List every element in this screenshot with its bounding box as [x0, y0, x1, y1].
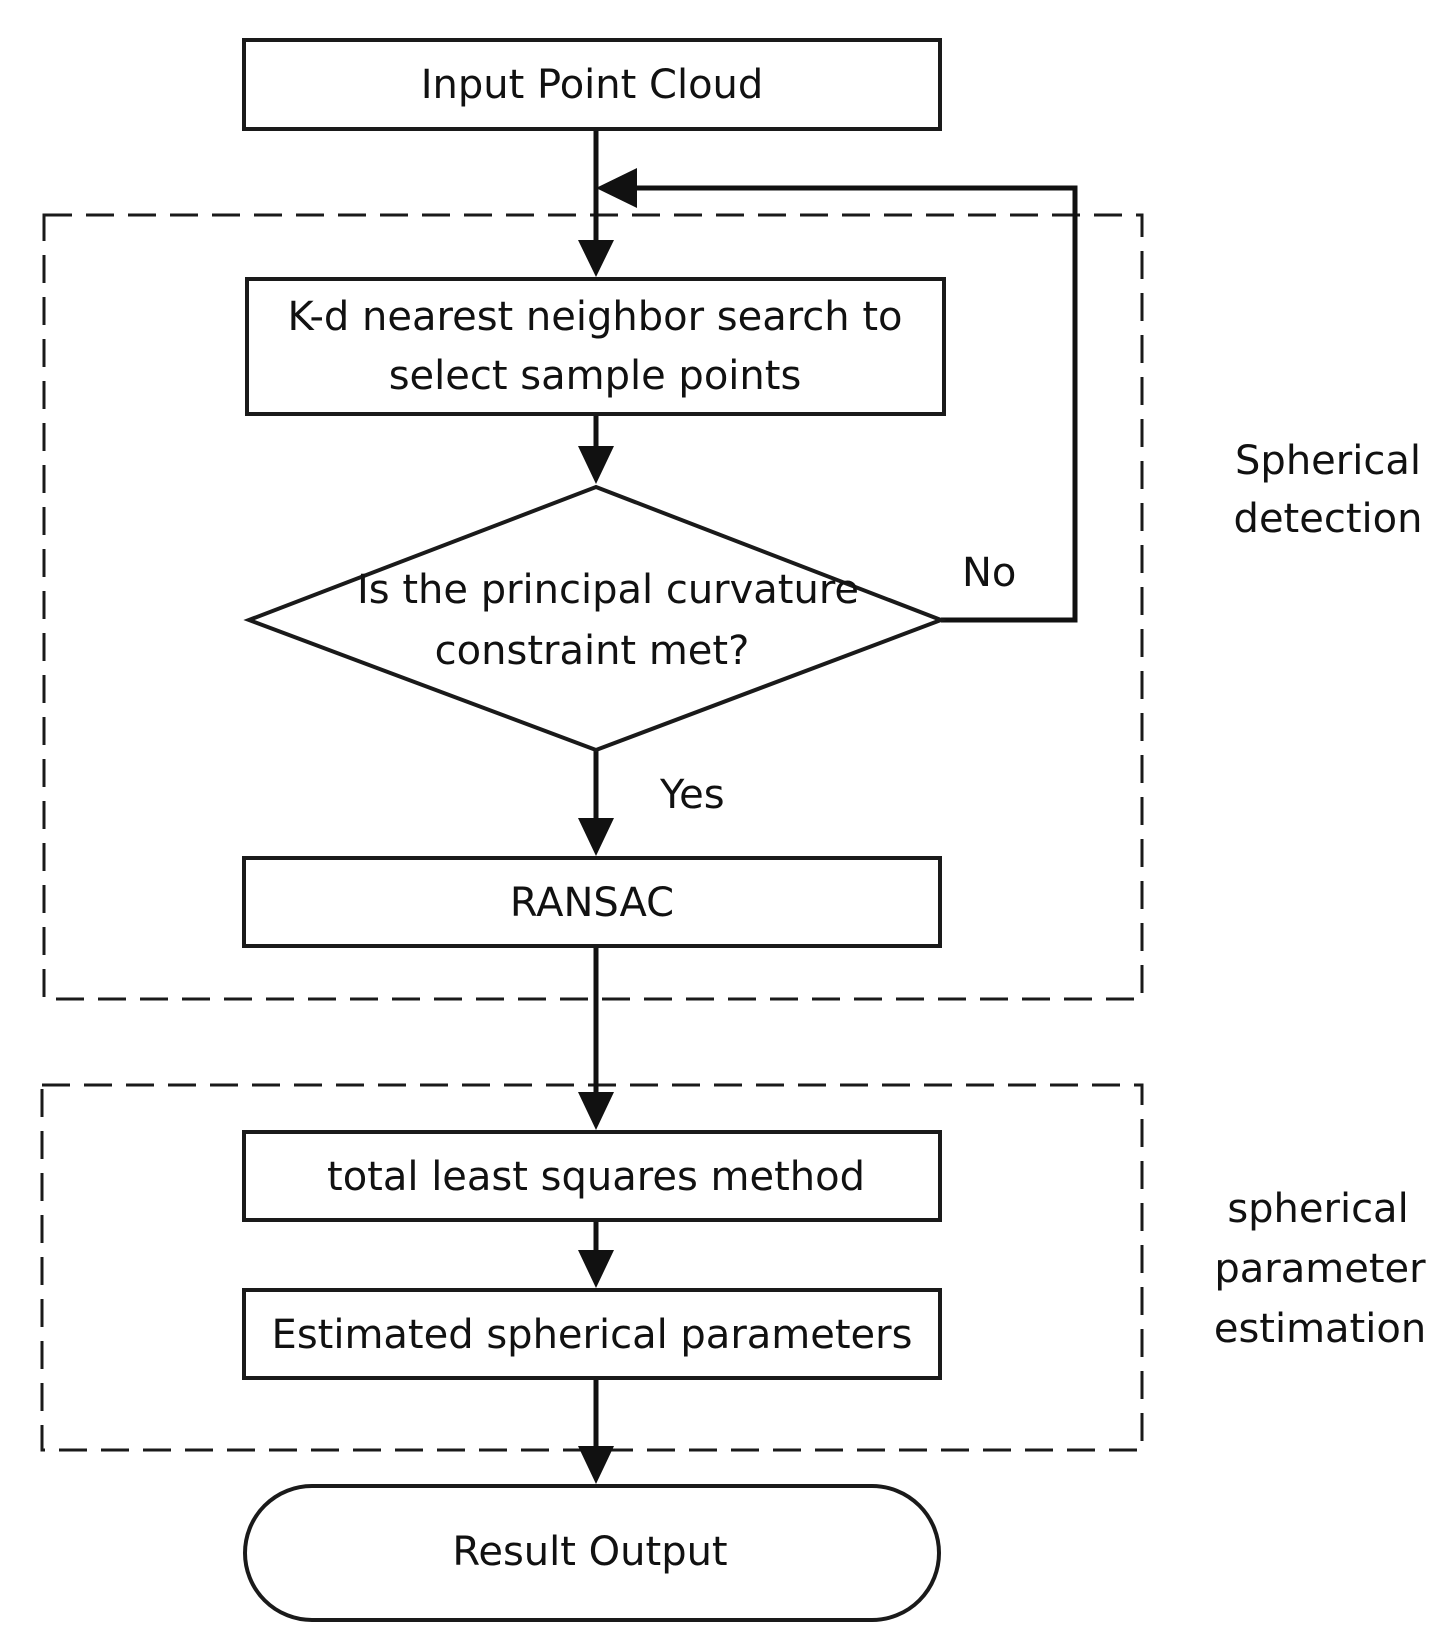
arrowhead-into-tls	[578, 1092, 614, 1130]
curvature-decision-label-line1: Is the principal curvature	[357, 567, 859, 613]
spherical-detection-label-line2: detection	[1234, 496, 1423, 542]
parameter-estimation-group	[40, 1083, 1144, 1452]
arrowhead-into-result	[578, 1446, 614, 1484]
curvature-decision-diamond	[243, 484, 947, 753]
parameter-estimation-label-line3: estimation	[1214, 1306, 1426, 1352]
arrowhead-no-loop	[596, 168, 637, 208]
parameter-estimation-label-line2: parameter	[1214, 1246, 1426, 1292]
parameter-estimation-label-line1: spherical	[1227, 1186, 1408, 1232]
spherical-detection-group	[42, 213, 1144, 1001]
total-least-squares-label: total least squares method	[327, 1154, 865, 1200]
spherical-detection-label-line1: Spherical	[1235, 438, 1421, 484]
result-output-terminal	[243, 1484, 941, 1622]
estimated-parameters-label: Estimated spherical parameters	[272, 1312, 913, 1358]
total-least-squares-box	[242, 1130, 942, 1222]
no-edge-label: No	[962, 550, 1016, 596]
input-point-cloud-label: Input Point Cloud	[421, 62, 764, 108]
estimated-parameters-box	[242, 1288, 942, 1380]
curvature-decision-label-line2: constraint met?	[435, 628, 750, 674]
yes-edge-label: Yes	[659, 772, 725, 818]
input-point-cloud-box	[242, 38, 942, 131]
knn-search-box	[245, 277, 946, 416]
ransac-label: RANSAC	[510, 880, 674, 926]
arrowhead-into-ransac	[578, 818, 614, 856]
edge-no-loop	[625, 185, 1078, 623]
arrowhead-into-estimated	[578, 1250, 614, 1288]
ransac-box	[242, 856, 942, 948]
arrowhead-into-knn	[578, 240, 614, 277]
knn-search-label-line1: K-d nearest neighbor search to	[287, 294, 902, 340]
knn-search-label-line2: select sample points	[389, 353, 802, 399]
arrowhead-into-decision	[578, 446, 614, 484]
result-output-label: Result Output	[452, 1529, 727, 1575]
